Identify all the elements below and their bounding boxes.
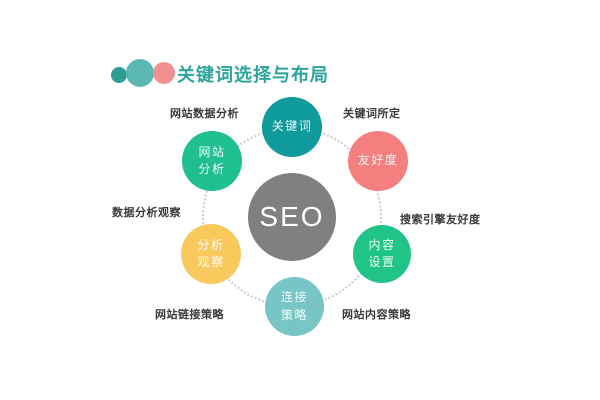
node-site-analysis-label-line1: 网站	[198, 144, 226, 159]
node-link-strategy-label-line2: 策略	[280, 307, 308, 322]
outer-label-data-analysis-observation: 数据分析观察	[112, 207, 181, 219]
node-content-setting: 内容 设置	[353, 225, 411, 283]
node-keyword: 关键词	[262, 97, 322, 157]
node-keyword-label: 关键词	[271, 119, 313, 134]
node-site-analysis-label-line2: 分析	[198, 162, 226, 176]
outer-label-search-engine-friendliness: 搜索引擎友好度	[400, 214, 481, 226]
node-friendliness-label: 友好度	[357, 153, 399, 168]
page-title: 关键词选择与布局	[177, 65, 329, 85]
node-friendliness: 友好度	[348, 131, 408, 191]
node-analysis-observation-label-line1: 分析	[197, 237, 225, 252]
node-analysis-observation: 分析 观察	[181, 224, 241, 284]
title-dot-pink	[153, 62, 175, 84]
title-dot-teal-small	[111, 67, 127, 83]
node-link-strategy-label-line1: 连接	[280, 290, 308, 305]
title-dot-teal-large	[126, 59, 154, 87]
outer-label-site-link-strategy: 网站链接策略	[155, 309, 224, 321]
node-content-setting-label-line2: 设置	[368, 255, 396, 269]
node-site-analysis: 网站 分析	[182, 131, 242, 191]
node-seo-center-label: SEO	[259, 200, 325, 232]
node-link-strategy: 连接 策略	[265, 277, 324, 336]
outer-label-keyword-determination: 关键词所定	[343, 108, 401, 120]
outer-label-site-content-strategy: 网站内容策略	[342, 309, 411, 321]
node-analysis-observation-label-line2: 观察	[197, 255, 225, 269]
node-content-setting-label-line1: 内容	[368, 237, 396, 252]
node-seo-center: SEO	[248, 173, 336, 261]
outer-label-site-data-analysis: 网站数据分析	[170, 108, 239, 120]
